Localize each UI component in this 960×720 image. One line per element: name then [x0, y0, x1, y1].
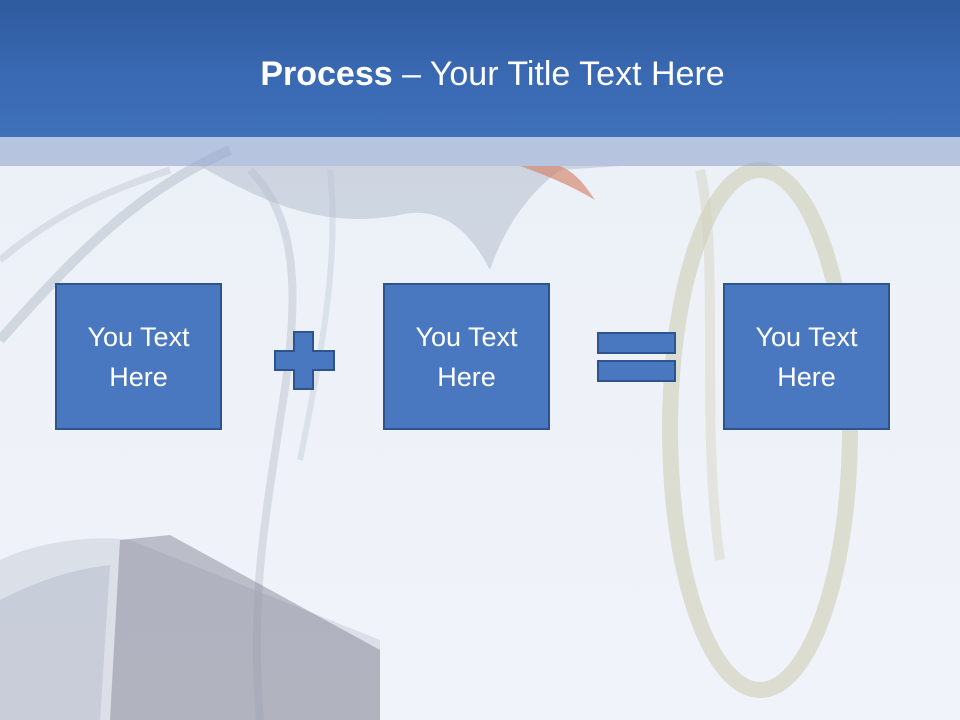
page-title[interactable]: Process – Your Title Text Here — [0, 50, 960, 98]
process-box-3[interactable]: You Text Here — [723, 283, 890, 430]
process-box-1[interactable]: You Text Here — [55, 283, 222, 430]
process-box-2-text: You Text Here — [415, 321, 518, 392]
header-band — [0, 137, 960, 166]
title-bold-text: Process — [260, 55, 393, 93]
equals-icon[interactable] — [596, 331, 678, 385]
title-rest-text: – Your Title Text Here — [392, 55, 725, 93]
process-box-2[interactable]: You Text Here — [383, 283, 550, 430]
plus-icon[interactable] — [273, 330, 337, 392]
title-header — [0, 0, 960, 137]
process-box-1-text: You Text Here — [87, 321, 190, 392]
process-box-3-text: You Text Here — [755, 321, 858, 392]
